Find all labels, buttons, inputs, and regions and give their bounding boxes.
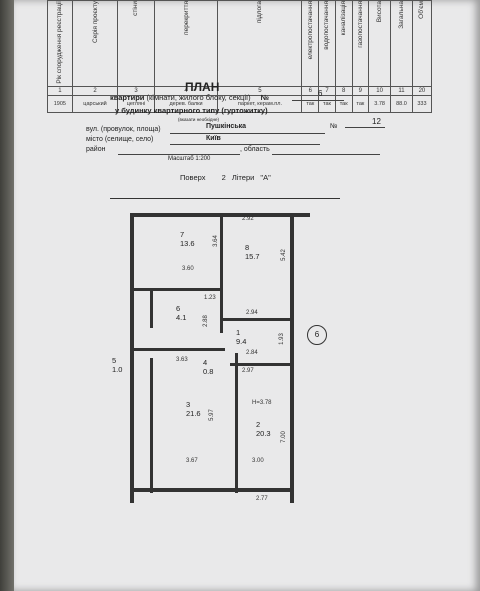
underline (170, 144, 320, 145)
plan-wall (230, 363, 290, 366)
dimension: H=3.78 (252, 400, 272, 406)
num-cell: 10 (368, 85, 392, 96)
col-electric: електропостачання (301, 0, 320, 87)
plan-wall (130, 288, 220, 291)
dimension: 1.93 (278, 333, 285, 345)
plan-wall (150, 358, 153, 493)
underline (118, 154, 240, 155)
val-cell: так (301, 94, 320, 113)
district-label: район (86, 146, 106, 153)
col-total: Загальна (390, 0, 413, 87)
col-water: водопостачання (318, 0, 336, 87)
dimension: 3.67 (186, 458, 198, 464)
val-cell: 88.0 (390, 94, 413, 113)
city-label: місто (селище, село) (86, 136, 154, 143)
building-type: у будинку квартирного типу (гуртожитку) (115, 106, 268, 115)
val-cell: 333 (411, 94, 433, 113)
region-label: , область (240, 146, 270, 153)
val-cell: так (334, 94, 353, 113)
plan-wall (235, 353, 238, 493)
dimension: 3.63 (176, 357, 188, 363)
header-table: Рік спорудження реєстрації Серія проєкту… (47, 0, 433, 113)
num-cell: 1 (47, 85, 73, 96)
plan-wall (130, 348, 225, 351)
col-ceiling: перекриття (153, 0, 219, 87)
city-value: Київ (206, 135, 221, 142)
plan-wall (150, 288, 153, 328)
dimension: 5.97 (208, 409, 215, 421)
plan-wall (130, 488, 294, 492)
dimension: 2.97 (242, 368, 254, 374)
num-cell: 6 (301, 85, 320, 96)
plan-wall (220, 213, 223, 333)
col-year: Рік спорудження реєстрації (47, 0, 73, 87)
street-label: вул. (провулок, площа) (86, 126, 161, 133)
dimension: 2.88 (202, 315, 209, 327)
underline (272, 154, 380, 155)
plan-wall (130, 213, 134, 503)
plan-wall (290, 213, 294, 503)
col-height: Висота (368, 0, 392, 87)
building-hint: (вказати необхідне) (178, 117, 219, 122)
dimension: 5.42 (280, 249, 287, 261)
val-cell: 1905 (47, 94, 73, 113)
house-number: 12 (372, 117, 381, 126)
street-value: Пушкінська (206, 123, 247, 130)
underline (170, 133, 325, 134)
apartment-number: 6 (318, 89, 323, 98)
floor-line: Поверх 2 Літери "A" (180, 173, 271, 182)
dimension: 3.00 (252, 458, 264, 464)
dimension: 3.60 (182, 266, 194, 272)
num-cell: 20 (411, 85, 433, 96)
col-volume: Об'єм (411, 0, 433, 87)
dimension: 1.23 (204, 295, 216, 301)
dimension: 2.84 (246, 350, 258, 356)
num-cell: 11 (390, 85, 413, 96)
house-sign: № (330, 123, 338, 130)
underline (345, 127, 385, 128)
dimension: 2.77 (256, 496, 268, 502)
col-series: Серія проєкту (71, 0, 119, 87)
dimension: 2.94 (246, 310, 258, 316)
num-cell: 9 (351, 85, 370, 96)
col-sewer: каналізація (334, 0, 353, 87)
col-walls: стіни (117, 0, 155, 87)
scale-label: Масштаб 1:200 (168, 156, 211, 162)
val-cell: 3.78 (368, 94, 392, 113)
apartment-label: квартири (кімнати, жилого блоку, секції)… (110, 93, 270, 102)
underline (292, 100, 344, 101)
entrance-marker: 6 (307, 325, 327, 345)
num-cell: 8 (334, 85, 353, 96)
col-floor: підлога (217, 0, 303, 87)
dimension: 7.00 (280, 431, 287, 443)
col-gas: газопостачання (351, 0, 370, 87)
val-cell: цегляні (117, 94, 155, 113)
val-cell: паркет, керам.пл. (217, 94, 303, 113)
plan-wall (220, 318, 290, 321)
plan-title: ПЛАН (185, 80, 220, 94)
dimension: 2.92 (242, 216, 254, 222)
plan-wall (110, 198, 340, 199)
val-cell: так (351, 94, 370, 113)
dimension: 3.64 (212, 235, 219, 247)
